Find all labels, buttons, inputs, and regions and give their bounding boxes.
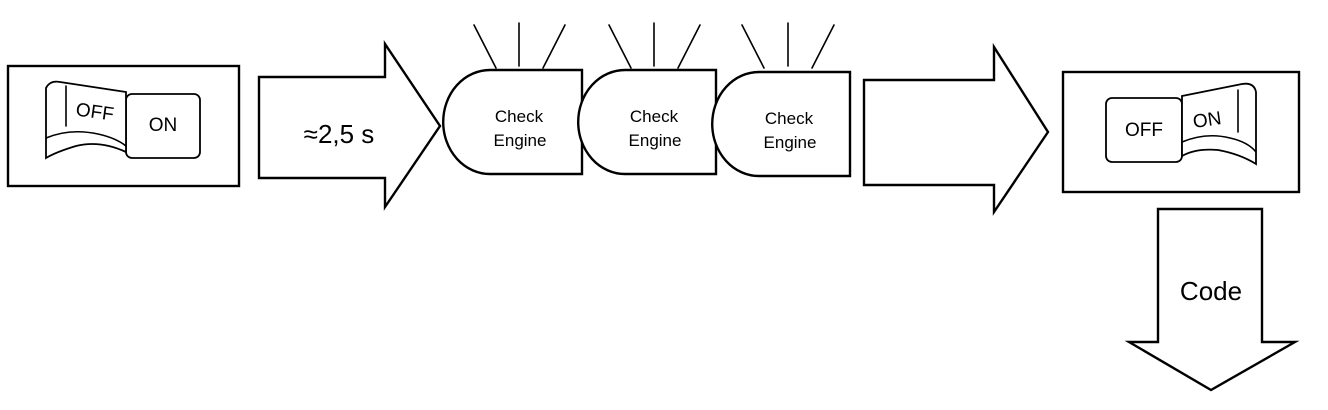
rocker-off-shadow [45,130,127,147]
rocker-off-label: OFF [1125,120,1163,141]
code-arrow-label: Code [1180,276,1242,306]
lamp-label-line2: Engine [629,131,682,150]
rocker-on-shadow [1181,134,1257,153]
code-arrow-shape [1124,207,1300,392]
lamp-label-line2: Engine [764,133,817,152]
code-arrow: Code [1124,207,1300,392]
transition-arrow-shape [862,42,1050,216]
delay-arrow-shape [257,40,442,211]
rocker-on-label: ON [1192,108,1223,133]
switch-off-panel: OFF ON [6,64,241,188]
rocker-off-label: OFF [74,100,115,126]
rocker-switch-on: OFF ON [1105,82,1257,166]
lamp-rays [473,22,566,69]
lamp-label-line2: Engine [494,131,547,150]
switch-on-frame [1061,70,1301,194]
lamp-rays [608,22,701,69]
lamp-label-line1: Check [765,109,814,128]
lamp-body [577,68,718,176]
delay-arrow-label: ≈2,5 s [304,119,375,149]
transition-arrow [862,42,1050,216]
check-engine-lamp: Check Engine [442,22,584,176]
lamp-label-line1: Check [630,107,679,126]
lamp-body [442,68,584,176]
rocker-on-label: ON [149,115,178,136]
delay-arrow: ≈2,5 s [257,40,442,211]
check-engine-lamp: Check Engine [711,22,852,178]
lamp-rays [741,22,835,69]
check-engine-lamp: Check Engine [577,22,718,176]
rocker-switch-off: OFF ON [45,80,201,160]
switch-on-panel: OFF ON [1061,70,1301,194]
lamp-body [711,70,852,178]
lamp-label-line1: Check [495,107,544,126]
